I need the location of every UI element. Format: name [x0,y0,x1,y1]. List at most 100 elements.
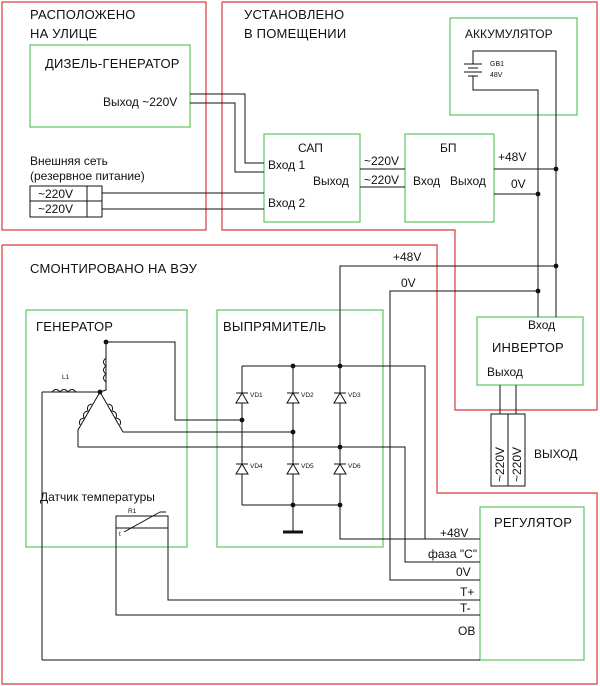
diode-vd3: VD3 [333,392,361,404]
wires [41,50,557,661]
inverter-block: Вход ИНВЕРТОР Выход [476,316,584,386]
wire-battery-plus [472,50,557,317]
wire-sensor-tminus [115,524,480,616]
regulator-terminal-zero: 0V [456,565,471,579]
diesel-generator-block: ДИЗЕЛЬ-ГЕНЕРАТОР Выход ~220V [29,44,191,128]
wire-diesel-ats-a [190,93,264,164]
junction-node [337,363,343,369]
inverter-input-label: Вход [528,318,555,332]
diode-vd2: VD2 [286,392,314,404]
diode-label: VD3 [348,392,361,399]
regulator-border [479,506,585,661]
regulator-terminal-ov: ОВ [458,624,475,638]
wire-phase-a [106,341,242,421]
zone-turbine: СМОНТИРОВАНО НА ВЭУ [1,244,598,685]
rectifier-title: ВЫПРЯМИТЕЛЬ [223,319,326,334]
grid-input: Внешняя сеть (резервное питание) ~220V ~… [29,154,145,218]
inverter-output-terminals: ~220V ~220V ВЫХОД [490,413,577,487]
generator-border [25,309,188,548]
ats-psu-wire-label1: ~220V [364,154,399,168]
regulator-terminal-phase-c: фаза "С" [428,547,477,561]
junction-node [553,263,559,269]
ats-output-label: Выход [313,174,349,188]
wire-bus-plus [339,265,556,540]
zone-outdoor-title-line2: НА УЛИЦЕ [30,26,97,41]
diode-label: VD2 [301,392,314,399]
diode-label: VD6 [348,463,361,470]
wire-battery-minus [472,82,539,317]
temperature-sensor-symbol [115,511,169,533]
junction-node [337,444,343,450]
zone-indoor-title-line2: В ПОМЕЩЕНИИ [244,26,346,41]
inverter-output-label: Выход [487,365,523,379]
diode-body [235,463,249,475]
generator-windings [51,357,121,426]
rectifier-block: ВЫПРЯМИТЕЛЬ [216,309,384,548]
diode-label: VD1 [250,392,263,399]
generator-block: ГЕНЕРАТОР L1 Датчик температуры R1 [25,309,188,548]
diesel-generator-border [29,44,191,128]
winding-right [99,391,124,433]
regulator-block: РЕГУЛЯТОР +48V фаза "С" 0V T+ T- ОВ [428,506,585,661]
diode-vd6: VD6 [333,463,361,475]
regulator-title: РЕГУЛЯТОР [494,515,572,530]
zone-turbine-border [1,244,598,685]
zone-turbine-title: СМОНТИРОВАНО НА ВЭУ [30,261,198,276]
wire-phase-c-to-regulator [340,446,480,563]
temperature-sensor-label: Датчик температуры [40,490,155,504]
diesel-generator-output-label: Выход ~220V [103,95,177,109]
ats-block: САП Вход 1 Выход Вход 2 [263,133,361,223]
inverter-out1-label: ~220V [493,447,507,482]
battery-title: АККУМУЛЯТОР [465,27,553,41]
wire-diesel-ats-b [190,102,264,173]
junction-node [103,339,109,345]
wire-sensor-tplus [167,524,480,601]
battery-border [449,17,578,116]
junction-node [337,502,343,508]
ats-title: САП [298,141,323,155]
junction-node [239,417,245,423]
diode-label: VD4 [250,463,263,470]
junction-node [290,363,296,369]
diode-body [286,463,300,475]
diode-vd4: VD4 [235,463,263,475]
battery-ref: GB1 [490,61,504,68]
sensor-ref: R1 [128,508,137,515]
junction-node [290,429,296,435]
psu-plus-label: +48V [498,150,526,164]
junction-node [535,191,541,197]
diode-vd5: VD5 [286,463,314,475]
bus-zero-label: 0V [401,276,416,290]
regulator-terminal-plus48: +48V [440,526,468,540]
diode-body [286,392,300,404]
grid-title-line1: Внешняя сеть [30,154,108,168]
inverter-out-title: ВЫХОД [534,447,577,461]
junction-node [290,502,296,508]
zone-indoor: УСТАНОВЛЕНО В ПОМЕЩЕНИИ [221,1,598,411]
wire-rectifier-top-rail [242,365,426,539]
battery-icon [464,58,482,82]
ats-input2-label: Вход 2 [268,196,305,210]
wire-bus-zero [389,290,538,581]
generator-coil-label: L1 [62,374,70,381]
bus-plus-label: +48V [393,250,421,264]
grid-line2-label: ~220V [38,202,73,216]
diode-body [333,392,347,404]
regulator-terminal-tminus: T- [460,601,471,615]
ats-input1-label: Вход 1 [268,158,305,172]
junction-node [553,166,559,172]
zone-outdoor: РАСПОЛОЖЕНО НА УЛИЦЕ [1,1,207,231]
battery-voltage: 48V [490,72,503,79]
psu-title: БП [440,141,457,155]
psu-input-label: Вход [413,174,440,188]
zone-outdoor-border [1,1,207,231]
ats-psu-wire-label2: ~220V [364,173,399,187]
junction-nodes [97,166,559,508]
generator-title: ГЕНЕРАТОР [36,319,113,334]
psu-output-label: Выход [450,174,486,188]
diode-label: VD5 [301,463,314,470]
diesel-generator-title: ДИЗЕЛЬ-ГЕНЕРАТОР [45,56,180,71]
junction-node [535,288,541,294]
